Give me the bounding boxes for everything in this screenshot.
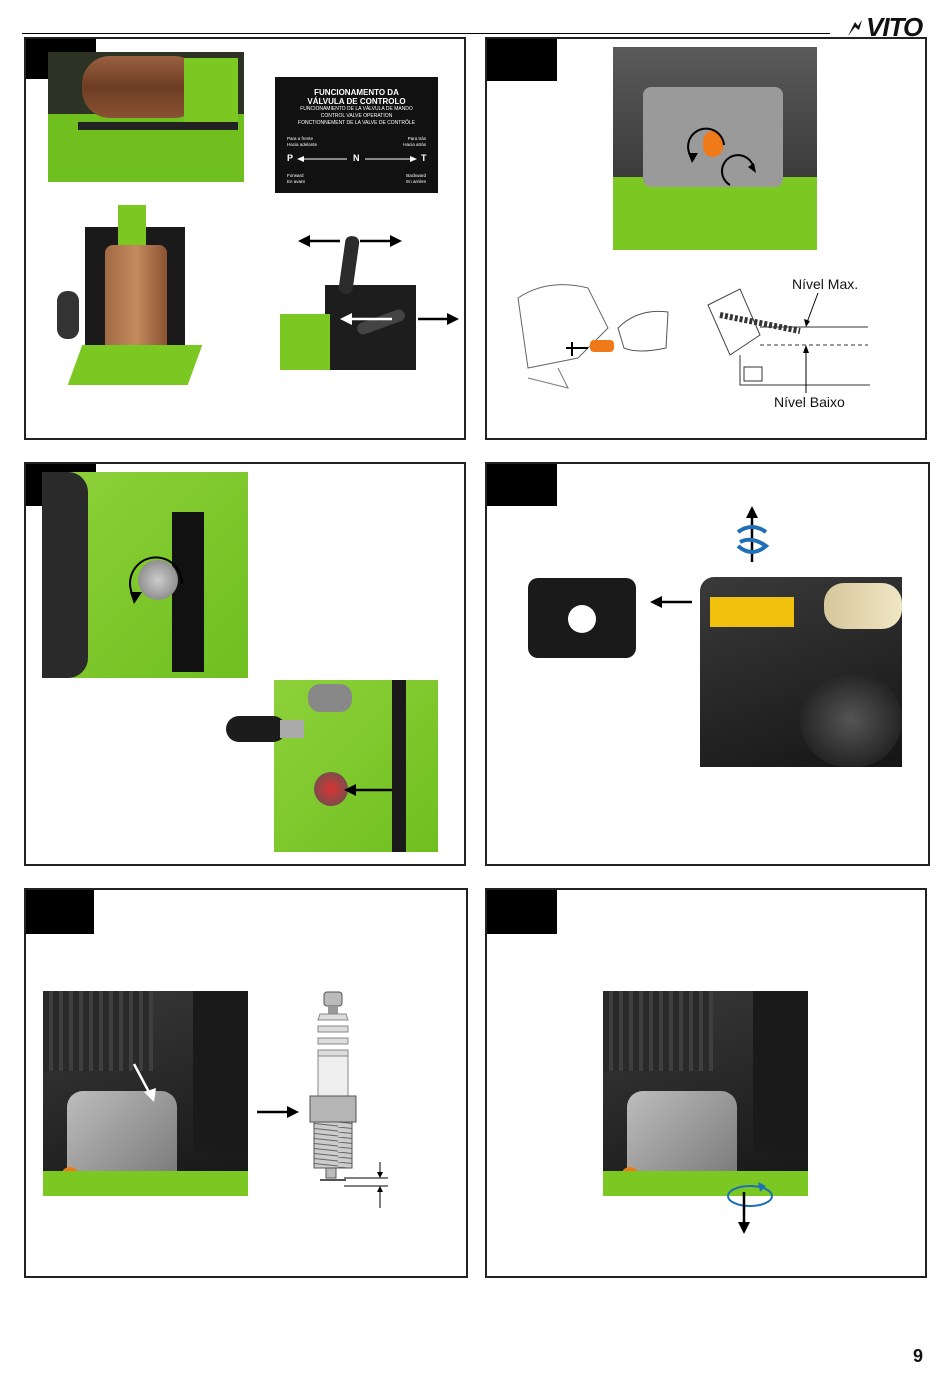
page-number: 9 — [913, 1346, 923, 1367]
label-right-bottom-2: En arrière — [406, 179, 426, 185]
photo-oil-sight-glass — [274, 680, 438, 852]
photo-engine-oil-drain — [603, 991, 808, 1196]
rotate-arrows-icon — [684, 125, 764, 195]
remove-plug-arrow-icon — [255, 1102, 301, 1122]
oil-dipstick-drawing — [508, 268, 673, 398]
oil-level-drawing — [700, 275, 870, 405]
sight-glass-arrow-icon — [340, 780, 400, 804]
cover-lift-arrow-icon — [728, 500, 772, 572]
photo-log-on-splitter — [48, 52, 244, 182]
level-max-text: Nível Max. — [792, 276, 858, 292]
hydraulic-hose — [226, 712, 304, 746]
panel-tag — [487, 890, 557, 934]
label-left-bottom-2: En avant — [287, 179, 305, 185]
rotate-cap-arrow-icon — [124, 540, 194, 610]
photo-air-filter-foam — [528, 578, 636, 658]
spark-plug-icon — [300, 992, 390, 1212]
header-rule — [22, 33, 830, 34]
filter-remove-arrow-icon — [648, 592, 694, 612]
chainsaw-logo-icon — [846, 18, 864, 38]
level-min-text: Nível Baixo — [774, 394, 845, 410]
lever-direction-arrows-icon — [296, 230, 466, 330]
panel-tag — [487, 39, 557, 81]
panel-tag — [26, 890, 94, 934]
photo-engine-air-filter — [700, 577, 902, 767]
panel-tag — [487, 464, 557, 506]
photo-log-vertical — [55, 205, 205, 405]
control-valve-label: FUNCIONAMENTO DA VÁLVULA DE CONTROLO FUN… — [275, 77, 438, 193]
spark-plug-arrow-icon — [130, 1060, 160, 1110]
drain-plug-arrow-icon — [722, 1174, 778, 1236]
